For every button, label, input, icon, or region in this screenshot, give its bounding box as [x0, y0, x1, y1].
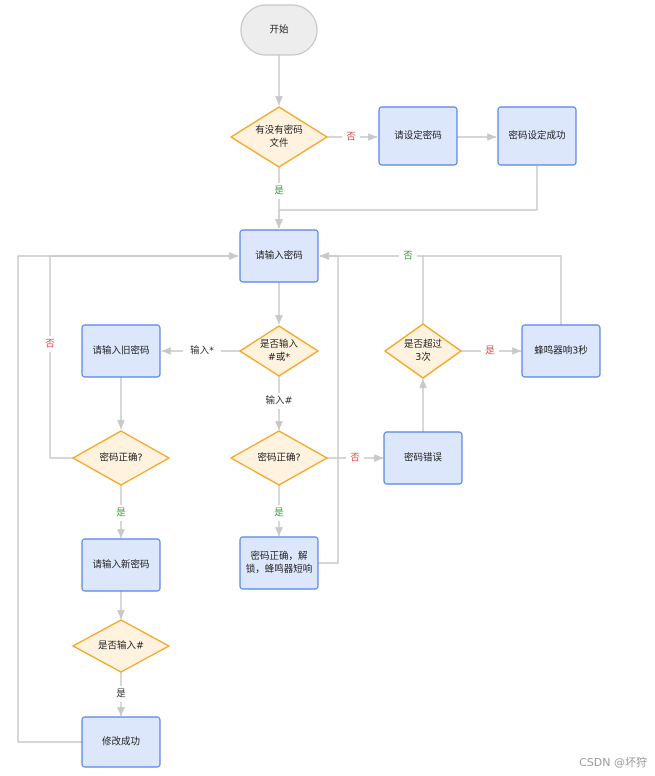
- decision-diamond-shape: [239, 325, 319, 377]
- start-terminal-shape: [240, 4, 318, 56]
- node-enter-new-password: 请输入新密码: [81, 538, 161, 592]
- node-label: 是否输入: [260, 338, 299, 350]
- edge-label-input-star: 输入*: [190, 345, 214, 357]
- edge-buzzer-back: [423, 255, 562, 325]
- edge-label-background: [270, 183, 288, 199]
- edge-label-yes-correct: 是: [274, 508, 284, 519]
- node-password-correct-unlock: 密码正确，解锁，蜂鸣器短响: [239, 536, 319, 590]
- decision-diamond-shape: [72, 619, 170, 673]
- decision-diamond-shape: [72, 430, 170, 486]
- node-label: 有没有密码: [255, 124, 303, 136]
- edge-label-yes-old-correct: 是: [116, 508, 126, 519]
- edge-label-no-wrong: 否: [350, 453, 360, 464]
- node-label: 请设定密码: [394, 130, 442, 142]
- node-enter-password: 请输入密码: [239, 229, 319, 283]
- node-label: 修改成功: [102, 736, 140, 748]
- edge-label-input-hash: 输入#: [266, 395, 293, 407]
- edge-unlock-back: [318, 252, 339, 564]
- node-label: 密码正确?: [99, 452, 142, 464]
- decision-diamond-shape: [230, 430, 328, 486]
- edge-label-background: [112, 505, 130, 521]
- edge-label-no-old-retry: 否: [45, 339, 55, 350]
- edge-label-yes-new-hash: 是: [116, 689, 126, 700]
- node-label: 密码正确?: [257, 452, 300, 464]
- process-box-shape: [521, 324, 601, 378]
- process-box-shape: [239, 229, 319, 283]
- node-start: 开始: [240, 4, 318, 56]
- edge-label-background: [270, 505, 288, 521]
- edge-label-background: [183, 343, 221, 359]
- process-box-shape: [81, 324, 161, 378]
- edge-label-background: [481, 343, 499, 359]
- process-box-shape: [81, 716, 161, 768]
- node-label: 蜂鸣器响3秒: [534, 345, 588, 357]
- node-buzzer-3s: 蜂鸣器响3秒: [521, 324, 601, 378]
- edge-label-yes-exists: 是: [274, 186, 284, 197]
- process-box-shape: [239, 536, 319, 590]
- edge-label-background: [399, 248, 417, 264]
- node-label: 请输入密码: [255, 250, 303, 262]
- edge-exceed-no: [320, 252, 424, 324]
- process-box-shape: [497, 106, 577, 166]
- node-modify-success: 修改成功: [81, 716, 161, 768]
- process-box-shape: [383, 431, 463, 485]
- node-label: 请输入旧密码: [92, 345, 149, 357]
- node-please-set-password: 请设定密码: [378, 106, 458, 166]
- node-password-correct: 密码正确?: [230, 430, 328, 486]
- edge-label-background: [346, 450, 364, 466]
- edge-label-background: [112, 686, 130, 702]
- node-label: 密码正确，解: [250, 550, 308, 562]
- edge-success-back-to-input: [275, 166, 538, 228]
- node-label: 请输入新密码: [92, 559, 149, 571]
- node-password-set-success: 密码设定成功: [497, 106, 577, 166]
- node-label: 是否输入#: [98, 640, 144, 652]
- edge-label-no-set: 否: [346, 132, 356, 143]
- edge-label-background: [260, 393, 298, 409]
- edge-label-yes-exceed: 是: [485, 346, 495, 357]
- node-label: 3次: [415, 351, 431, 363]
- process-box-shape: [81, 538, 161, 592]
- node-label: 密码错误: [404, 452, 443, 464]
- node-label: 锁，蜂鸣器短响: [246, 563, 313, 575]
- process-box-shape: [378, 106, 458, 166]
- edge-modify-back: [17, 252, 238, 743]
- decision-diamond-shape: [230, 106, 328, 168]
- decision-diamond-shape: [384, 323, 462, 379]
- edge-label-background: [41, 336, 59, 352]
- node-label: 开始: [269, 24, 289, 36]
- node-password-error: 密码错误: [383, 431, 463, 485]
- node-label: 文件: [269, 137, 289, 149]
- node-is-input-hash: 是否输入#: [72, 619, 170, 673]
- node-is-input-hash-or-star: 是否输入#或*: [239, 325, 319, 377]
- node-label: 是否超过: [404, 338, 443, 350]
- node-enter-old-password: 请输入旧密码: [81, 324, 161, 378]
- node-label: 密码设定成功: [508, 130, 565, 142]
- node-label: #或*: [268, 351, 290, 363]
- edge-label-background: [342, 129, 360, 145]
- node-old-password-correct: 密码正确?: [72, 430, 170, 486]
- edge-label-no-not-exceed: 否: [403, 251, 413, 262]
- watermark: CSDN @坏狩: [579, 756, 647, 769]
